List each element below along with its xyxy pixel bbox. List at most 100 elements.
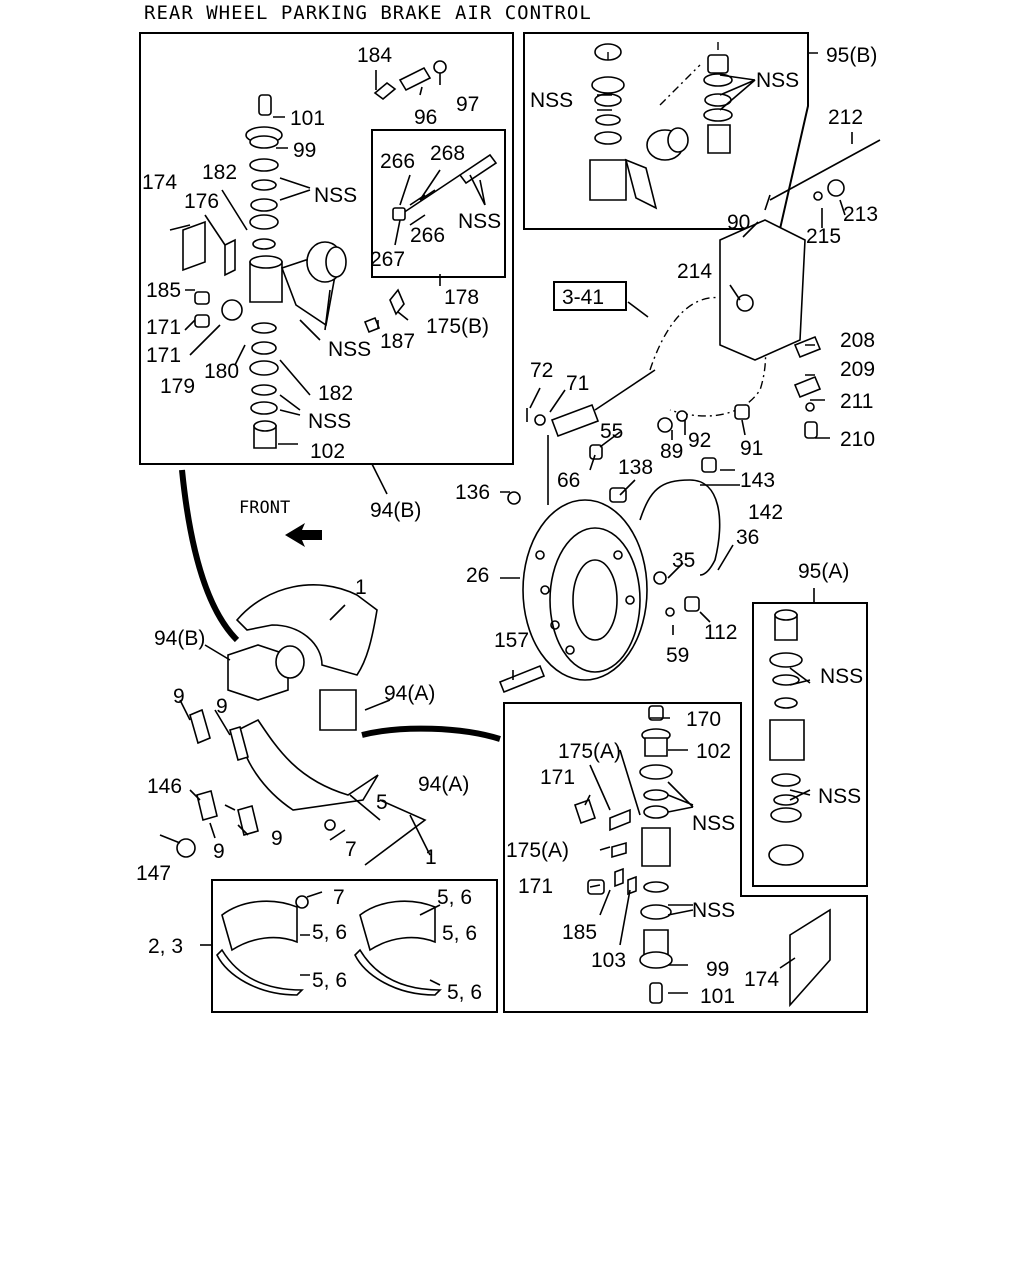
- callout-71: 71: [566, 372, 589, 395]
- valve-95a-exploded: [768, 609, 805, 866]
- front-arrow-icon: [285, 523, 322, 547]
- callout-213: 213: [843, 203, 878, 226]
- callout-94a: 94(A): [418, 773, 469, 796]
- callout-176: 176: [184, 190, 219, 213]
- callout-9: 9: [216, 695, 228, 718]
- callout-185: 185: [146, 279, 181, 302]
- nss-label: NSS: [308, 410, 351, 433]
- nss-label: NSS: [458, 210, 501, 233]
- front-label: FRONT: [239, 498, 290, 518]
- callout-174: 174: [142, 171, 177, 194]
- callout-267: 267: [370, 248, 405, 271]
- callout-171: 171: [146, 316, 181, 339]
- small-parts-right: [498, 179, 845, 694]
- callout-147: 147: [136, 862, 171, 885]
- callout-175a: 175(A): [506, 839, 569, 862]
- callout-55: 55: [600, 420, 623, 443]
- callout-112: 112: [704, 621, 737, 644]
- callout-92: 92: [688, 429, 711, 452]
- nss-label: NSS: [328, 338, 371, 361]
- callout-211: 211: [840, 390, 873, 413]
- box-95b: [523, 32, 809, 230]
- callout-103: 103: [591, 949, 626, 972]
- linkage-178: [392, 153, 498, 221]
- callout-210: 210: [840, 428, 875, 451]
- callout-97: 97: [456, 93, 479, 116]
- box-94b: [139, 32, 514, 465]
- leader-lines: [169, 52, 853, 994]
- callout-5-6: 5, 6: [437, 886, 472, 909]
- callout-184: 184: [357, 44, 392, 67]
- callout-9: 9: [213, 840, 225, 863]
- callout-102: 102: [696, 740, 731, 763]
- callout-101: 101: [290, 107, 325, 130]
- callout-268: 268: [430, 142, 465, 165]
- callout-5-6: 5, 6: [442, 922, 477, 945]
- box-95a: [752, 602, 868, 887]
- callout-175b: 175(B): [426, 315, 489, 338]
- callout-94a: 94(A): [384, 682, 435, 705]
- callout-94b: 94(B): [154, 627, 205, 650]
- callout-143: 143: [740, 469, 775, 492]
- nss-label: NSS: [314, 184, 357, 207]
- callout-96: 96: [414, 106, 437, 129]
- chamber-94a-exploded: [573, 705, 831, 1008]
- callout-95b: 95(B): [826, 44, 877, 67]
- callout-5-6: 5, 6: [312, 921, 347, 944]
- callout-180: 180: [204, 360, 239, 383]
- callout-35: 35: [672, 549, 695, 572]
- nss-label: NSS: [820, 665, 863, 688]
- nss-label: NSS: [692, 899, 735, 922]
- nss-label: NSS: [818, 785, 861, 808]
- valve-95b-exploded: [589, 40, 733, 210]
- ref-box-3-41: [553, 281, 627, 311]
- callout-266: 266: [380, 150, 415, 173]
- reference-3-41: 3-41: [562, 286, 604, 309]
- callout-9: 9: [173, 685, 185, 708]
- callout-94b: 94(B): [370, 499, 421, 522]
- callout-102: 102: [310, 440, 345, 463]
- callout-170: 170: [686, 708, 721, 731]
- callout-91: 91: [740, 437, 763, 460]
- callout-9: 9: [271, 827, 283, 850]
- nss-label: NSS: [530, 89, 573, 112]
- callout-208: 208: [840, 329, 875, 352]
- callout-215: 215: [806, 225, 841, 248]
- callout-214: 214: [677, 260, 712, 283]
- callout-1: 1: [355, 576, 367, 599]
- callout-175a: 175(A): [558, 740, 621, 763]
- callout-171: 171: [146, 344, 181, 367]
- shoe-lining-set: [216, 895, 442, 996]
- callout-136: 136: [455, 481, 490, 504]
- callout-266: 266: [410, 224, 445, 247]
- callout-5-6: 5, 6: [447, 981, 482, 1004]
- callout-99: 99: [706, 958, 729, 981]
- callout-174: 174: [744, 968, 779, 991]
- callout-171: 171: [518, 875, 553, 898]
- callout-185: 185: [562, 921, 597, 944]
- callout-212: 212: [828, 106, 863, 129]
- callout-1: 1: [425, 846, 437, 869]
- callout-26: 26: [466, 564, 489, 587]
- callout-171: 171: [540, 766, 575, 789]
- callout-7: 7: [333, 886, 345, 909]
- callout-187: 187: [380, 330, 415, 353]
- callout-5-6: 5, 6: [312, 969, 347, 992]
- leader-94a: [361, 725, 501, 742]
- nss-label: NSS: [756, 69, 799, 92]
- callout-36: 36: [736, 526, 759, 549]
- callout-157: 157: [494, 629, 529, 652]
- callout-7: 7: [345, 838, 357, 861]
- box-94a: [503, 702, 868, 1013]
- box-shoes: [211, 879, 498, 1013]
- callout-72: 72: [530, 359, 553, 382]
- callout-99: 99: [293, 139, 316, 162]
- callout-182: 182: [202, 161, 237, 184]
- cable-and-bracket: [547, 139, 881, 576]
- callout-89: 89: [660, 440, 683, 463]
- callout-66: 66: [557, 469, 580, 492]
- brake-shoes-assembly: [159, 584, 379, 858]
- callout-142: 142: [748, 501, 783, 524]
- callout-90: 90: [727, 211, 750, 234]
